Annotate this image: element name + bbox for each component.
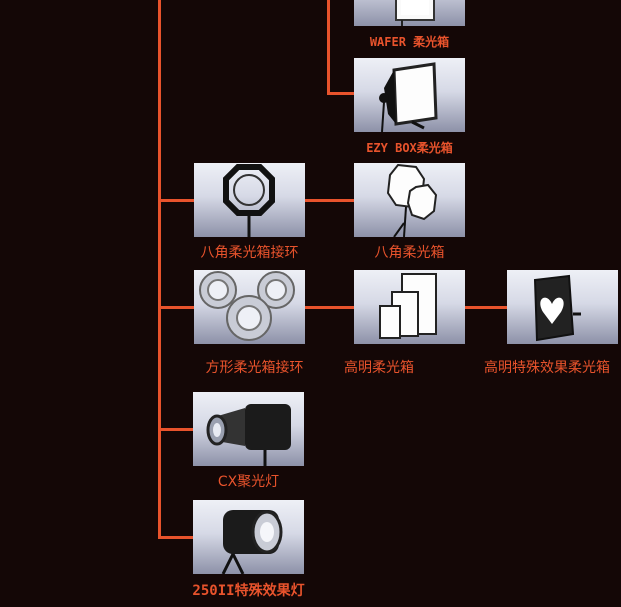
cx-spot-label[interactable]: CX聚光灯 <box>217 474 280 490</box>
special-effect-softbox-icon <box>533 274 581 342</box>
square-speed-ring-icon <box>199 271 295 341</box>
connector-cx-spot <box>158 428 193 431</box>
effect-box-image[interactable] <box>507 270 618 344</box>
ezy-box-softbox-image[interactable] <box>354 58 465 132</box>
octa-box-image[interactable] <box>354 163 465 237</box>
bright-box-image[interactable] <box>354 270 465 344</box>
connector-effect-box <box>465 306 507 309</box>
fresnel-image[interactable] <box>193 500 304 574</box>
connector-octa-box <box>305 199 354 202</box>
cx-spotlight-icon <box>206 404 291 466</box>
square-ring-label[interactable]: 方形柔光箱接环 <box>205 360 304 376</box>
bright-softbox-icon <box>379 273 437 339</box>
main-trunk-line <box>158 0 161 539</box>
wafer-softbox-icon <box>395 0 435 26</box>
bright-box-label[interactable]: 高明柔光箱 <box>344 360 414 376</box>
connector-ezy-box <box>327 92 354 95</box>
cx-spot-image[interactable] <box>193 392 304 466</box>
connector-bright-box <box>305 306 354 309</box>
square-ring-image[interactable] <box>194 270 305 344</box>
octa-box-label[interactable]: 八角柔光箱 <box>374 245 445 261</box>
connector-octa-ring <box>158 199 194 202</box>
fresnel-label[interactable]: 250II特殊效果灯 <box>192 583 305 599</box>
wafer-softbox-image[interactable] <box>354 0 465 26</box>
special-effect-light-icon <box>221 510 283 574</box>
wafer-label[interactable]: WAFER 柔光箱 <box>369 35 450 49</box>
connector-square-ring <box>158 306 194 309</box>
octa-ring-image[interactable] <box>194 163 305 237</box>
octa-ring-label[interactable]: 八角柔光箱接环 <box>200 245 299 261</box>
branch-line-wafer <box>327 0 330 95</box>
octagonal-speed-ring-icon <box>223 164 275 237</box>
ezy-box-softbox-icon <box>379 62 438 132</box>
connector-fresnel <box>158 536 193 539</box>
ezy-box-label[interactable]: EZY BOX柔光箱 <box>366 141 453 155</box>
effect-box-label[interactable]: 高明特殊效果柔光箱 <box>484 360 610 376</box>
octagonal-softbox-icon <box>386 163 438 237</box>
